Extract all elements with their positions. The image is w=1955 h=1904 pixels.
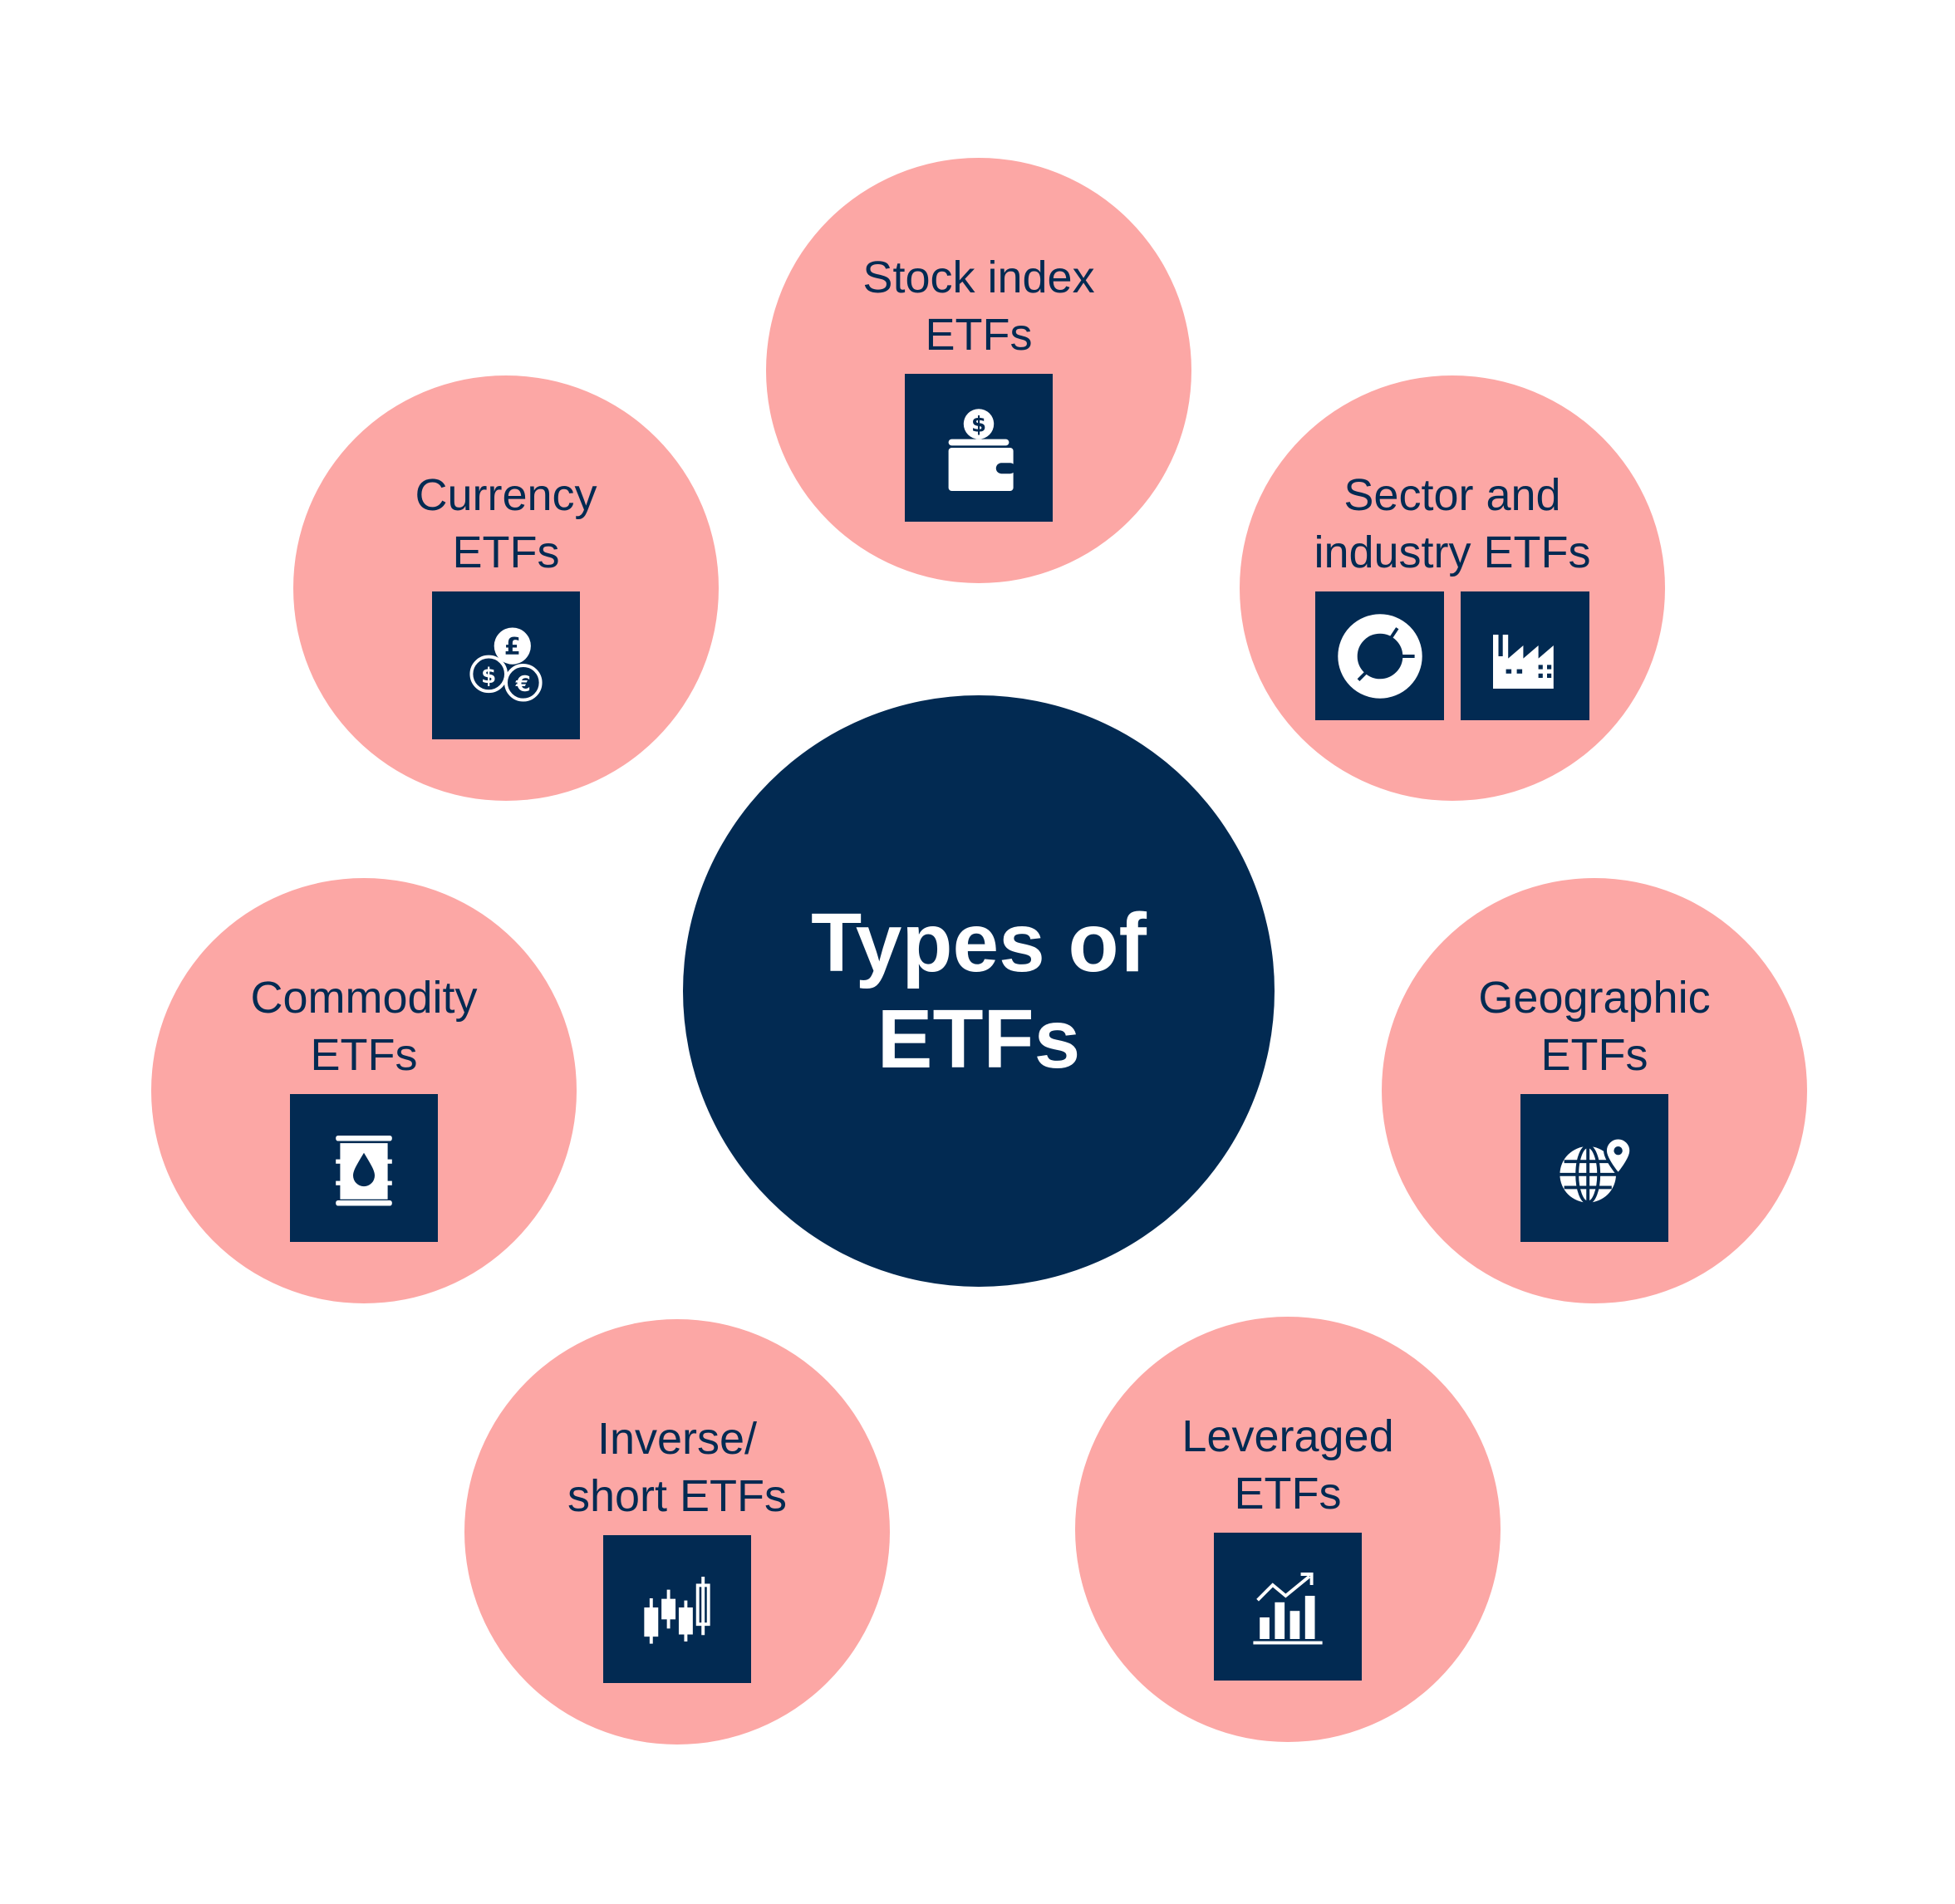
center-title-line2: ETFs xyxy=(877,993,1081,1086)
donut-chart-icon xyxy=(1315,591,1444,720)
svg-text:£: £ xyxy=(504,632,521,660)
candlestick-icon xyxy=(603,1535,751,1683)
svg-text:$: $ xyxy=(481,664,496,689)
geographic-etfs-circle: Geographic ETFs xyxy=(1382,878,1807,1303)
label-line: Commodity xyxy=(250,973,478,1023)
growth-chart-icon xyxy=(1214,1533,1362,1681)
stock-index-etfs-circle: Stock index ETFs $ xyxy=(766,158,1191,583)
label-line: Leveraged xyxy=(1181,1411,1394,1461)
center-circle: Types of ETFs xyxy=(683,695,1275,1287)
factory-icon xyxy=(1461,591,1589,720)
label-line: ETFs xyxy=(310,1030,418,1080)
label-line: Geographic xyxy=(1478,973,1711,1023)
inverse-short-etfs-circle: Inverse/ short ETFs xyxy=(464,1319,890,1745)
label-line: Inverse/ xyxy=(597,1414,758,1464)
currency-coins-icon: £ $ € xyxy=(432,591,580,739)
svg-text:$: $ xyxy=(971,413,986,438)
label-line: ETFs xyxy=(1234,1469,1342,1519)
oil-barrel-icon xyxy=(290,1094,438,1242)
currency-etfs-circle: Currency ETFs £ $ € xyxy=(293,375,719,801)
globe-pin-icon xyxy=(1520,1094,1668,1242)
svg-text:€: € xyxy=(515,672,531,697)
leveraged-etfs-circle: Leveraged ETFs xyxy=(1075,1317,1501,1742)
label-line: ETFs xyxy=(452,528,560,577)
label-line: ETFs xyxy=(925,310,1033,360)
sector-industry-etfs-circle: Sector and industry ETFs xyxy=(1240,375,1665,801)
label-line: short ETFs xyxy=(567,1471,788,1521)
label-line: Stock index xyxy=(862,253,1095,302)
wallet-coin-icon: $ xyxy=(905,374,1053,522)
label-line: Currency xyxy=(415,470,597,520)
center-title-line1: Types of xyxy=(811,896,1147,989)
commodity-etfs-circle: Commodity ETFs xyxy=(151,878,577,1303)
label-line: ETFs xyxy=(1540,1030,1648,1080)
label-line: industry ETFs xyxy=(1314,528,1591,577)
label-line: Sector and xyxy=(1343,470,1561,520)
